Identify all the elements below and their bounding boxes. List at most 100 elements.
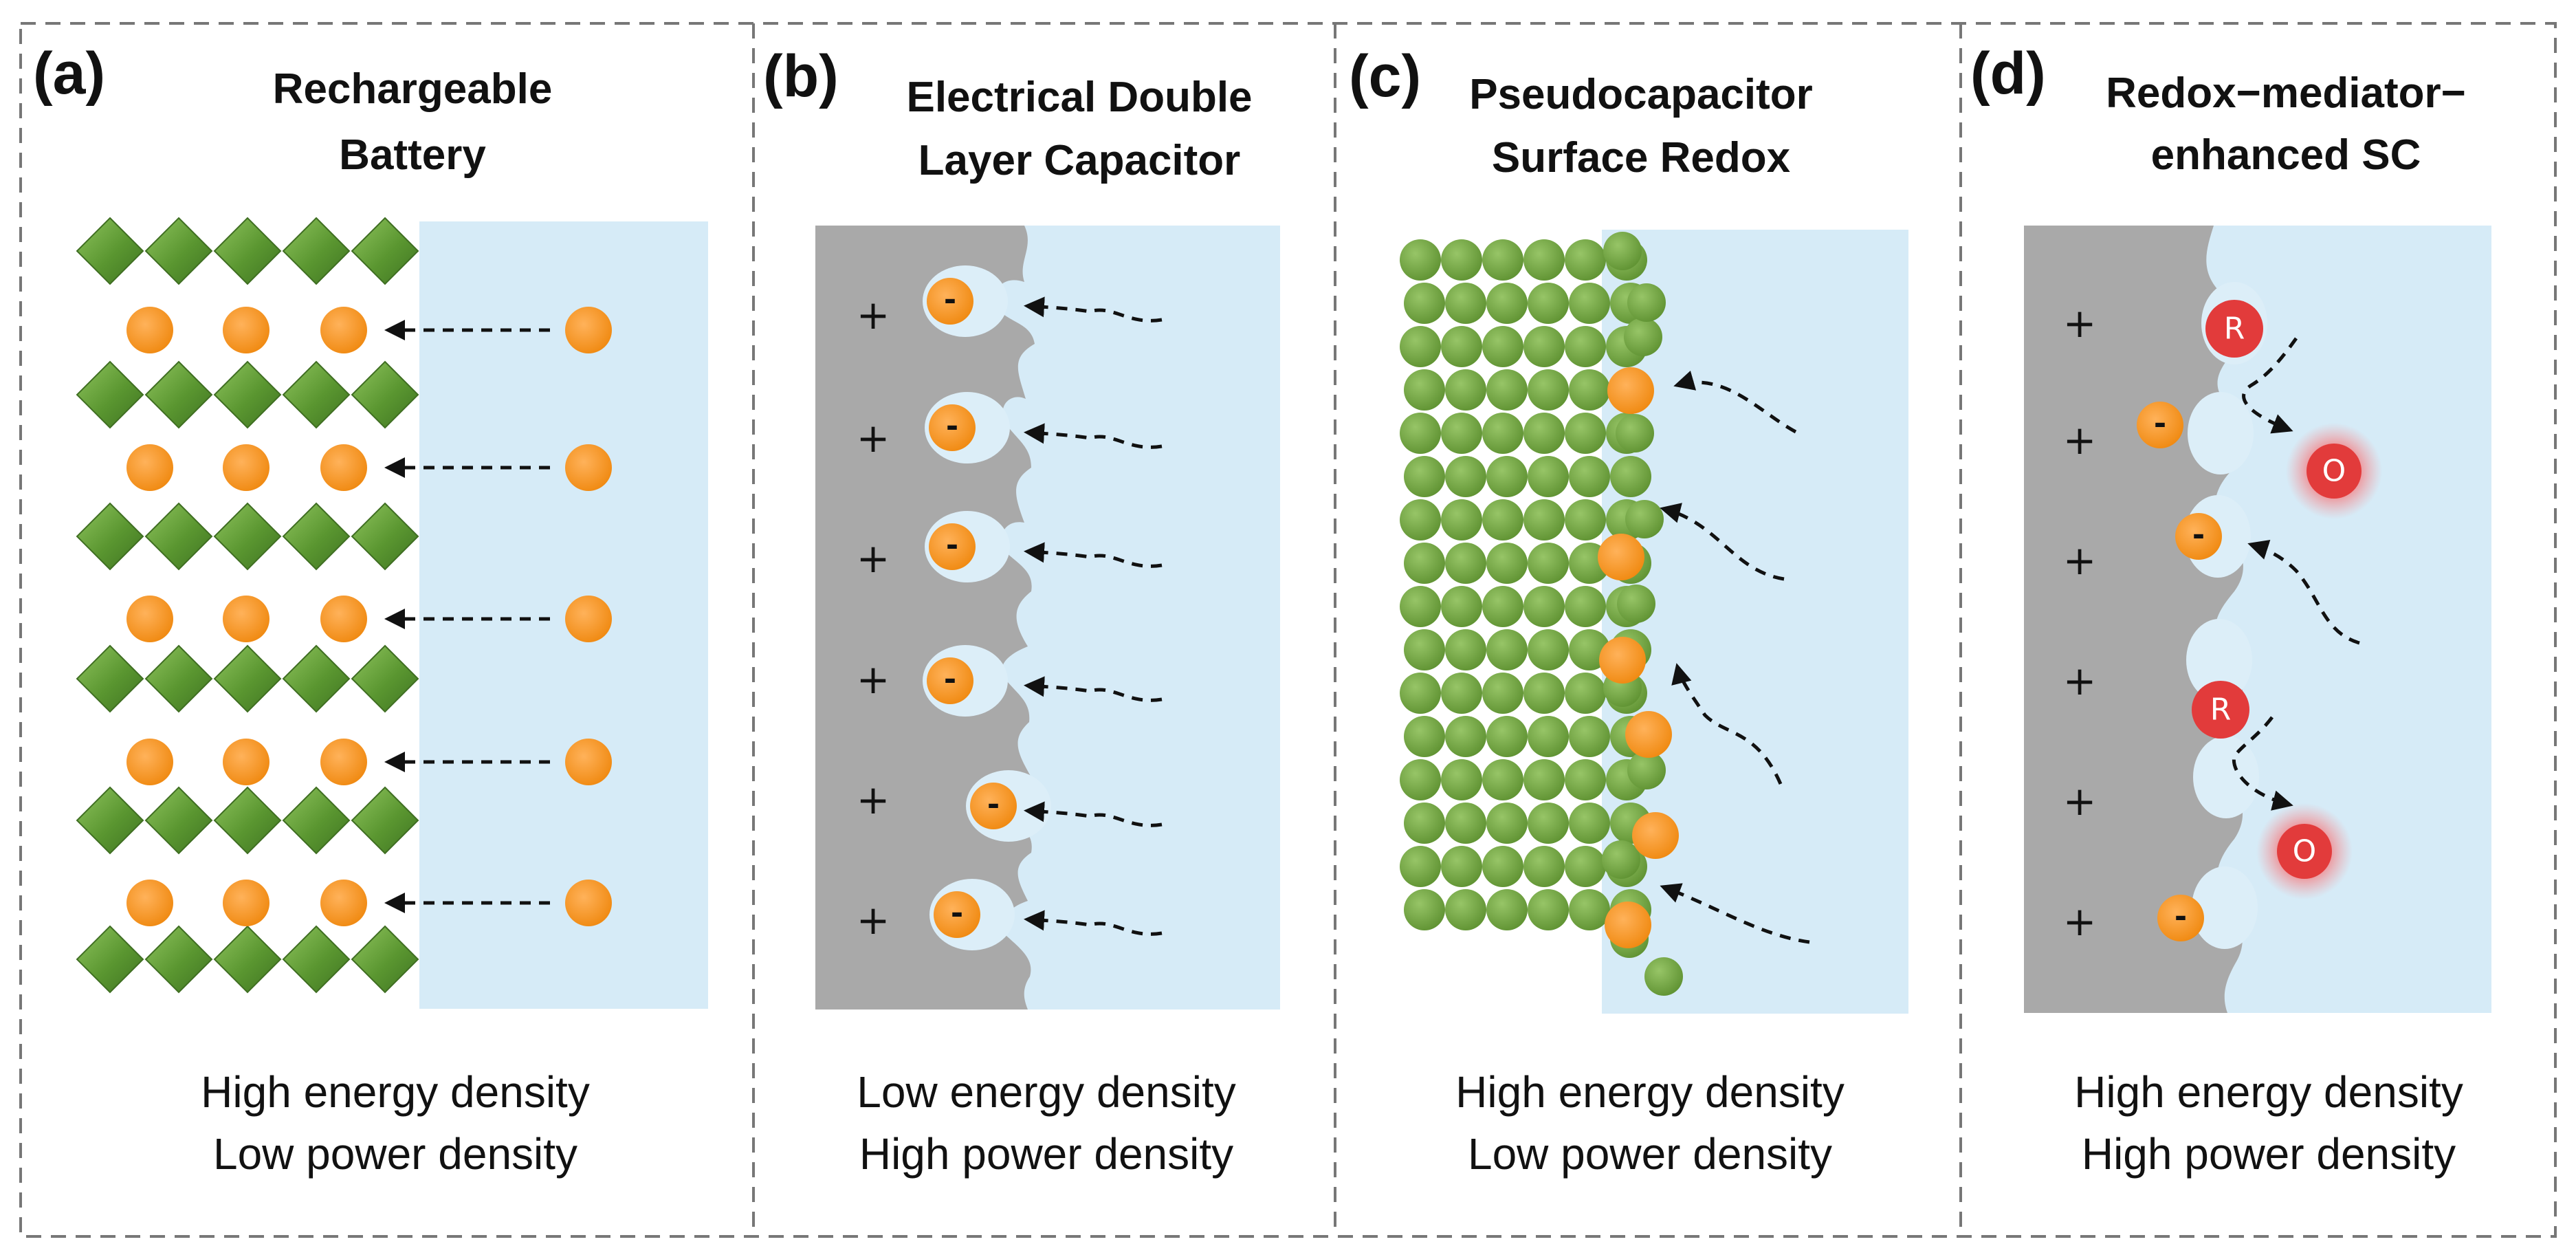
cation bbox=[126, 444, 173, 491]
panel-c-surface-redox-arrows bbox=[1660, 371, 1810, 944]
green-particle bbox=[1528, 369, 1569, 411]
green-particle bbox=[1441, 759, 1482, 800]
green-particle bbox=[1445, 543, 1486, 584]
cation bbox=[126, 307, 173, 353]
panel-d-arrows bbox=[2232, 337, 2360, 811]
cation bbox=[565, 880, 612, 926]
electrode-positive-charge: + bbox=[857, 415, 890, 461]
panel-c-pseudocapacitive-particles bbox=[1400, 232, 1683, 996]
green-particle bbox=[1482, 846, 1523, 887]
surface-particle bbox=[1644, 957, 1683, 996]
cation bbox=[1605, 902, 1651, 948]
adsorption-arrow bbox=[1024, 910, 1163, 936]
green-particle bbox=[1445, 369, 1486, 411]
green-particle bbox=[1400, 326, 1441, 367]
cation bbox=[320, 596, 367, 642]
panel-c-electrolyte bbox=[1602, 230, 1908, 1014]
green-particle bbox=[1441, 673, 1482, 714]
electrode-positive-charge: + bbox=[857, 535, 890, 582]
panel-c-caption-line-1: High energy density bbox=[1455, 1067, 1845, 1117]
surface-redox-arrow bbox=[1671, 663, 1783, 785]
electrode-pore bbox=[2192, 866, 2258, 949]
crystal-diamond bbox=[144, 644, 213, 713]
anion bbox=[927, 657, 973, 704]
crystal-diamond bbox=[351, 925, 419, 994]
green-particle bbox=[1445, 889, 1486, 930]
cation bbox=[223, 880, 269, 926]
green-particle bbox=[1528, 629, 1569, 670]
green-particle bbox=[1569, 716, 1610, 757]
anion bbox=[2137, 402, 2183, 448]
anion bbox=[929, 523, 976, 570]
reduced-mediator-circle bbox=[2205, 300, 2263, 358]
cation bbox=[223, 596, 269, 642]
cation bbox=[126, 880, 173, 926]
green-particle bbox=[1565, 759, 1606, 800]
crystal-diamond bbox=[213, 925, 282, 994]
panel-d-adsorbed-anions: --- bbox=[2137, 402, 2222, 941]
cation bbox=[1625, 711, 1672, 758]
green-particle bbox=[1482, 326, 1523, 367]
cation bbox=[565, 444, 612, 491]
anion-sign: - bbox=[987, 787, 1000, 822]
panel-b-caption-line-1: Low energy density bbox=[857, 1067, 1235, 1117]
green-particle bbox=[1400, 413, 1441, 454]
green-particle bbox=[1482, 759, 1523, 800]
panel-b: (b) Electrical Double Layer Capacitor ++… bbox=[763, 43, 1280, 1179]
anion-sign: - bbox=[2154, 406, 2166, 441]
green-particle bbox=[1482, 586, 1523, 627]
electrode-positive-charge: + bbox=[2063, 417, 2097, 463]
electrode-pore bbox=[2193, 736, 2259, 818]
adsorption-arrow bbox=[1024, 542, 1163, 568]
cation bbox=[1598, 534, 1644, 580]
electrode-positive-charge: + bbox=[2063, 537, 2097, 584]
green-particle bbox=[1404, 629, 1445, 670]
crystal-diamond bbox=[76, 502, 144, 571]
green-particle bbox=[1486, 803, 1528, 844]
green-particle bbox=[1486, 543, 1528, 584]
green-particle bbox=[1486, 629, 1528, 670]
green-particle bbox=[1441, 413, 1482, 454]
panel-b-electrode-charges: ++++++ bbox=[857, 292, 890, 943]
adsorption-arrow bbox=[1024, 676, 1163, 702]
cation bbox=[1599, 637, 1646, 684]
crystal-diamond bbox=[213, 217, 282, 285]
panel-a-intercalation-arrows bbox=[384, 320, 550, 913]
green-particle bbox=[1441, 239, 1482, 281]
crystal-diamond bbox=[76, 360, 144, 429]
green-particle bbox=[1486, 716, 1528, 757]
surface-particle bbox=[1625, 500, 1664, 538]
green-particle bbox=[1486, 283, 1528, 324]
green-particle bbox=[1445, 456, 1486, 497]
panel-d-title-line-2: enhanced SC bbox=[2151, 131, 2421, 179]
green-particle bbox=[1523, 326, 1565, 367]
green-particle bbox=[1523, 499, 1565, 541]
panel-c-surface-ions bbox=[1598, 367, 1679, 948]
crystal-diamond bbox=[282, 786, 351, 855]
panel-a-intercalated-ions bbox=[126, 307, 612, 926]
panel-a-title-line-2: Battery bbox=[339, 131, 486, 179]
green-particle bbox=[1441, 586, 1482, 627]
green-particle bbox=[1565, 846, 1606, 887]
panel-d-letter: (d) bbox=[1970, 41, 2046, 107]
green-particle bbox=[1523, 239, 1565, 281]
crystal-diamond bbox=[282, 644, 351, 713]
green-particle bbox=[1565, 586, 1606, 627]
green-particle bbox=[1441, 846, 1482, 887]
green-particle bbox=[1569, 889, 1610, 930]
cation bbox=[320, 444, 367, 491]
green-particle bbox=[1569, 803, 1610, 844]
adsorption-arrow bbox=[1024, 423, 1163, 449]
surface-particle bbox=[1603, 232, 1642, 270]
green-particle bbox=[1404, 543, 1445, 584]
green-particle bbox=[1404, 716, 1445, 757]
panel-d: (d) Redox−mediator− enhanced SC ++++++ -… bbox=[1970, 41, 2491, 1179]
adsorption-arrow bbox=[1024, 801, 1163, 827]
anion bbox=[970, 783, 1017, 829]
green-particle bbox=[1486, 369, 1528, 411]
green-particle bbox=[1400, 846, 1441, 887]
crystal-diamond bbox=[282, 217, 351, 285]
green-particle bbox=[1523, 413, 1565, 454]
anion bbox=[927, 278, 973, 325]
